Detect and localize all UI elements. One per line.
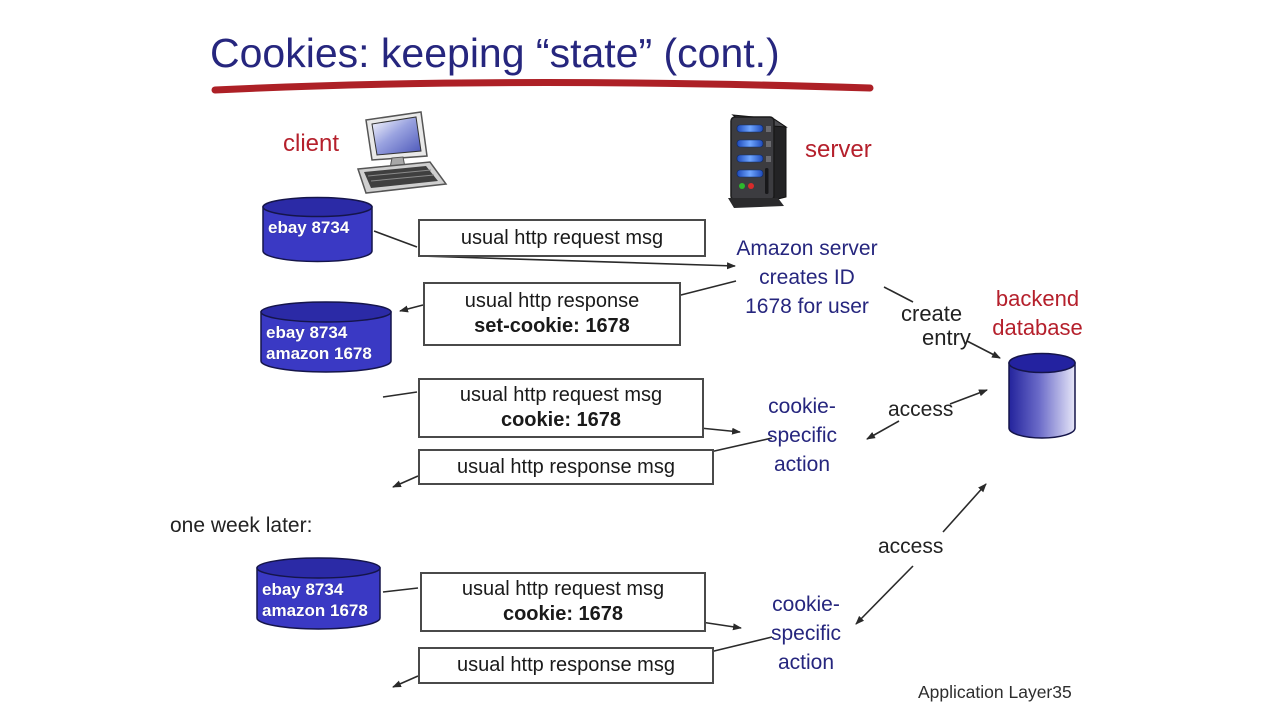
message-text: usual http response xyxy=(464,290,640,312)
message-text-cookie: cookie: 1678 xyxy=(502,603,624,625)
server-label: server xyxy=(805,136,872,163)
title-underline xyxy=(211,79,874,94)
access-label-bottom: access xyxy=(878,535,944,558)
line-client-to-request2 xyxy=(382,391,418,398)
cookie-action-label-bottom: cookie- specific action xyxy=(770,593,842,674)
arrow-access-bottom-up xyxy=(942,483,987,533)
access-label-top: access xyxy=(888,398,954,421)
one-week-later-label: one week later: xyxy=(170,514,313,537)
message-box-request1: usual http request msg xyxy=(418,219,706,257)
message-box-response2: usual http response msg xyxy=(418,449,714,485)
message-box-response1: usual http response set-cookie: 1678 xyxy=(423,282,681,346)
client-computer-icon xyxy=(356,111,448,194)
cookie-action-label-top: cookie- specific action xyxy=(766,395,838,476)
backend-database-icon xyxy=(1008,352,1076,439)
arrow-response3-to-client xyxy=(392,675,419,688)
message-box-request2: usual http request msg cookie: 1678 xyxy=(418,378,704,438)
cookie-file-icon-2 xyxy=(260,301,392,373)
cookie-file-icon-3 xyxy=(256,557,381,630)
message-text: usual http request msg xyxy=(459,384,663,406)
arrow-response2-to-client xyxy=(392,475,419,488)
line-cookie1-to-request1 xyxy=(373,230,418,248)
line-server-to-response2 xyxy=(709,437,773,453)
message-box-response3: usual http response msg xyxy=(418,647,714,684)
line-client-to-request3 xyxy=(382,587,419,593)
cookie-file-icon-1 xyxy=(262,196,373,263)
line-server-to-response3 xyxy=(709,636,773,653)
message-text: usual http request msg xyxy=(460,226,664,249)
message-text: usual http response msg xyxy=(457,654,675,676)
amazon-note: Amazon server creates ID 1678 for user xyxy=(736,237,878,318)
slide-title: Cookies: keeping “state” (cont.) xyxy=(210,30,780,76)
create-entry-label-line2: entry xyxy=(922,325,971,350)
backend-database-label: backend database xyxy=(992,286,1083,340)
client-label: client xyxy=(283,130,340,157)
cookie-file-text-1: ebay 8734 xyxy=(268,218,350,237)
footer-page-label: Application Layer35 xyxy=(918,682,1072,702)
cookie-file-text-3: ebay 8734 amazon 1678 xyxy=(262,580,368,620)
message-text-cookie: cookie: 1678 xyxy=(500,409,622,431)
arrow-request1-to-server xyxy=(419,255,736,270)
line-amazon-to-create-entry xyxy=(883,286,914,303)
create-entry-label-line1: create xyxy=(901,301,963,326)
cookie-file-text-2: ebay 8734 amazon 1678 xyxy=(266,323,372,363)
line-server-to-response1 xyxy=(676,280,737,297)
message-text: usual http request msg xyxy=(461,578,665,600)
arrow-request2-to-server xyxy=(699,427,741,435)
arrow-response1-to-client xyxy=(399,304,424,313)
server-tower-icon xyxy=(728,114,788,208)
message-text: usual http response msg xyxy=(457,455,675,478)
arrow-access-top-right xyxy=(949,389,988,405)
message-box-request3: usual http request msg cookie: 1678 xyxy=(420,572,706,632)
arrow-access-top-left xyxy=(866,420,900,440)
arrow-access-bottom-down xyxy=(855,565,914,625)
message-text-cookie: set-cookie: 1678 xyxy=(474,315,630,337)
arrow-request3-to-server xyxy=(700,621,742,631)
arrow-create-entry-to-db xyxy=(966,340,1001,359)
